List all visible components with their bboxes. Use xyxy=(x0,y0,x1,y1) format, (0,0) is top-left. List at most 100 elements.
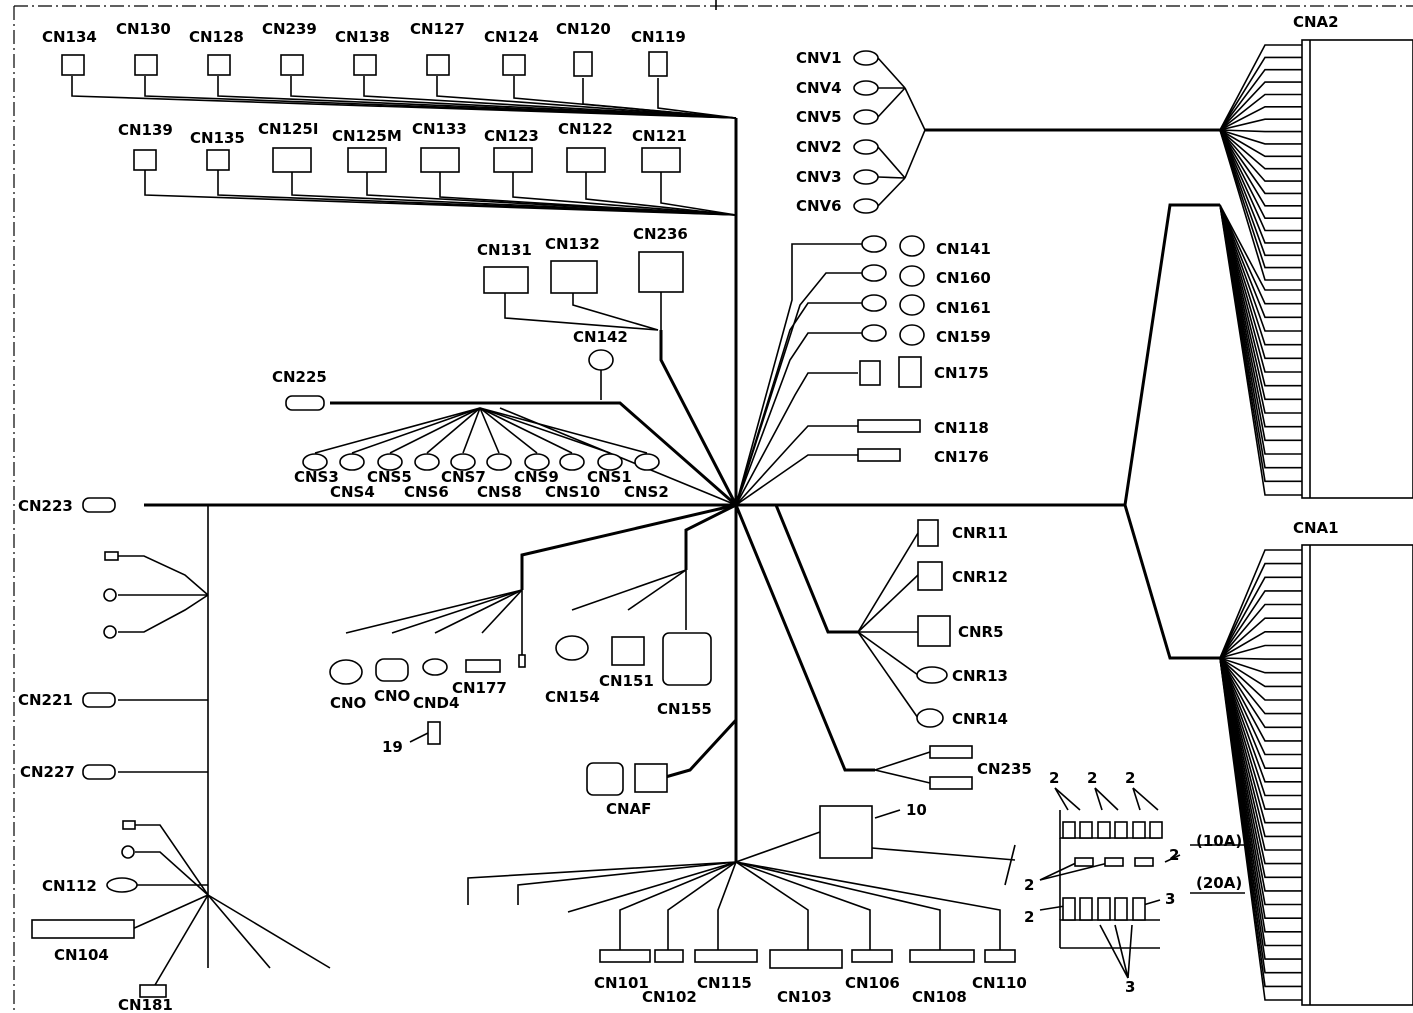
cna-wire xyxy=(1219,204,1302,387)
callout-3-a: 3 xyxy=(1165,890,1175,908)
label-cn225: CN225 xyxy=(272,368,327,386)
label-cnd4: CND4 xyxy=(413,694,459,712)
label-cnv5: CNV5 xyxy=(796,108,842,126)
label-cn102: CN102 xyxy=(642,988,697,1006)
cna-wire xyxy=(1219,129,1302,170)
label-cnr5: CNR5 xyxy=(958,623,1004,641)
cna-wire xyxy=(1219,129,1302,182)
label-cnv1: CNV1 xyxy=(796,49,842,67)
callout-2-f: 2 xyxy=(1024,908,1034,926)
cna-wire xyxy=(1219,129,1302,244)
label-cn124: CN124 xyxy=(484,28,539,46)
cna-wire xyxy=(1219,657,1302,892)
label-cn135: CN135 xyxy=(190,129,245,147)
label-cns4: CNS4 xyxy=(330,483,375,501)
label-cn115: CN115 xyxy=(697,974,752,992)
cna-wire xyxy=(1219,68,1302,131)
label-cn110: CN110 xyxy=(972,974,1027,992)
cna-wire xyxy=(1219,657,1302,660)
harness-wires xyxy=(71,57,1245,986)
cna-wire xyxy=(1219,106,1302,131)
cna-wire xyxy=(1219,657,1302,742)
cna-wire xyxy=(1219,129,1302,257)
label-cns5: CNS5 xyxy=(367,468,412,486)
label-cn154: CN154 xyxy=(545,688,600,706)
label-cn120: CN120 xyxy=(556,20,611,38)
cna-wire xyxy=(1219,657,1302,688)
cna-wire xyxy=(1219,657,1302,783)
label-cn161: CN161 xyxy=(936,299,991,317)
cna-wire xyxy=(1219,129,1302,269)
label-cna2: CNA2 xyxy=(1293,13,1339,31)
label-cn155: CN155 xyxy=(657,700,712,718)
label-cnv6: CNV6 xyxy=(796,197,842,215)
cna-wire xyxy=(1219,81,1302,131)
cna-wire xyxy=(1219,129,1302,207)
cna-wire xyxy=(1219,129,1302,133)
cna-wire xyxy=(1219,204,1302,373)
label-cn227: CN227 xyxy=(20,763,75,781)
label-cns8: CNS8 xyxy=(477,483,522,501)
cna-wire xyxy=(1219,129,1302,232)
label-cns3: CNS3 xyxy=(294,468,339,486)
label-cns1: CNS1 xyxy=(587,468,632,486)
label-cn125i: CN125I xyxy=(258,120,318,138)
cna-wire xyxy=(1219,44,1302,131)
label-cn127: CN127 xyxy=(410,20,465,38)
label-cn139: CN139 xyxy=(118,121,173,139)
cna-wire xyxy=(1219,204,1302,305)
label-cnr14: CNR14 xyxy=(952,710,1008,728)
cna-wire xyxy=(1219,657,1302,838)
callout-2-d: 2 xyxy=(1169,846,1179,864)
label-cno-1: CNO xyxy=(330,694,366,712)
label-cn121: CN121 xyxy=(632,127,687,145)
cna-wire xyxy=(1219,129,1302,145)
callout-10: 10 xyxy=(906,801,927,819)
fuse-rating-10a: (10A) xyxy=(1196,832,1242,850)
cna-wire xyxy=(1219,657,1302,879)
label-cn103: CN103 xyxy=(777,988,832,1006)
cna-wire xyxy=(1219,657,1302,701)
callout-2-c: 2 xyxy=(1125,769,1135,787)
callout-2-e: 2 xyxy=(1024,876,1034,894)
connector-glyphs xyxy=(31,50,1163,998)
cna-wire xyxy=(1219,657,1302,810)
cna-wire xyxy=(1219,93,1302,131)
cna-wire xyxy=(1219,204,1302,319)
cna-wire xyxy=(1219,576,1302,659)
label-cnr12: CNR12 xyxy=(952,568,1008,586)
callout-3-b: 3 xyxy=(1125,978,1135,996)
label-cns7: CNS7 xyxy=(441,468,486,486)
cna-wire xyxy=(1219,617,1302,659)
label-cn132: CN132 xyxy=(545,235,600,253)
label-cns2: CNS2 xyxy=(624,483,669,501)
label-cn104: CN104 xyxy=(54,946,109,964)
label-cn101: CN101 xyxy=(594,974,649,992)
label-cnv2: CNV2 xyxy=(796,138,842,156)
label-cno-2: CNO xyxy=(374,687,410,705)
label-cn106: CN106 xyxy=(845,974,900,992)
label-cn134: CN134 xyxy=(42,28,97,46)
cna-wire xyxy=(1219,590,1302,659)
cna-wire xyxy=(1219,657,1302,715)
callout-2-a: 2 xyxy=(1049,769,1059,787)
label-cn119: CN119 xyxy=(631,28,686,46)
cna-wire xyxy=(1219,204,1302,414)
cna-wire xyxy=(1219,657,1302,1001)
label-cn175: CN175 xyxy=(934,364,989,382)
cna-wire xyxy=(1219,129,1302,219)
cna-wire xyxy=(1219,549,1302,659)
cna-wire xyxy=(1219,657,1302,851)
cna-wire xyxy=(1219,118,1302,131)
label-cn130: CN130 xyxy=(116,20,171,38)
label-cn142: CN142 xyxy=(573,328,628,346)
cna-wire xyxy=(1219,603,1302,659)
label-cn123: CN123 xyxy=(484,127,539,145)
label-cn151: CN151 xyxy=(599,672,654,690)
cna-wire xyxy=(1219,644,1302,659)
label-cn177: CN177 xyxy=(452,679,507,697)
label-cn125m: CN125M xyxy=(332,127,402,145)
label-cn160: CN160 xyxy=(936,269,991,287)
label-cn223: CN223 xyxy=(18,497,73,515)
cna-wire xyxy=(1219,129,1302,158)
